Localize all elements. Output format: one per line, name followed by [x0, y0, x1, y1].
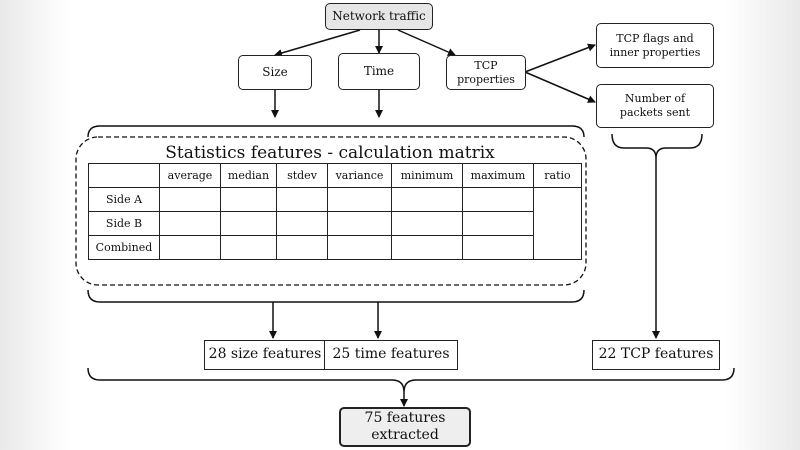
node-packets-sent: Number of packets sent	[596, 84, 714, 128]
matrix-cell	[220, 211, 277, 236]
matrix-cell	[159, 235, 221, 260]
col-header: median	[220, 163, 277, 188]
col-header: minimum	[391, 163, 463, 188]
result-size-features: 28 size features	[204, 340, 326, 370]
bottom-brace	[87, 289, 585, 303]
node-size: Size	[238, 55, 312, 90]
matrix-cell	[327, 211, 392, 236]
matrix-header-row: average median stdev variance minimum ma…	[88, 163, 582, 188]
row-header: Side B	[88, 211, 160, 236]
row-header: Side A	[88, 187, 160, 212]
result-total-features: 75 features extracted	[339, 407, 471, 447]
matrix-cell	[462, 235, 534, 260]
matrix-row: Side A	[88, 187, 582, 260]
matrix-cell	[220, 235, 277, 260]
matrix-cell	[220, 187, 277, 212]
matrix-cell	[276, 211, 328, 236]
col-header: average	[159, 163, 221, 188]
matrix-row: Side B	[88, 211, 582, 236]
col-header: stdev	[276, 163, 328, 188]
node-network-traffic: Network traffic	[325, 3, 433, 30]
matrix-cell	[391, 235, 463, 260]
matrix-row: Combined	[88, 235, 582, 260]
calculation-matrix: average median stdev variance minimum ma…	[88, 163, 582, 260]
row-header: Combined	[88, 235, 160, 260]
matrix-dashed-frame	[75, 136, 587, 286]
matrix-cell	[159, 211, 221, 236]
top-brace	[87, 125, 585, 138]
node-tcp-flags: TCP flags and inner properties	[596, 23, 714, 68]
col-header: ratio	[533, 163, 582, 188]
node-time: Time	[338, 53, 420, 90]
arrow-tcp-to-flags	[524, 43, 596, 73]
right-shade	[725, 0, 800, 450]
matrix-cell	[462, 211, 534, 236]
result-time-features: 25 time features	[324, 340, 458, 370]
matrix-cell	[391, 211, 463, 236]
ratio-merged-cell	[533, 187, 582, 260]
matrix-title: Statistics features - calculation matrix	[165, 143, 495, 163]
matrix-cell	[276, 235, 328, 260]
matrix-cell	[327, 187, 392, 212]
matrix-cell	[276, 187, 328, 212]
col-header: variance	[327, 163, 392, 188]
matrix-cell	[159, 187, 221, 212]
result-tcp-features: 22 TCP features	[592, 340, 720, 370]
matrix-corner-cell	[88, 163, 160, 188]
col-header: maximum	[462, 163, 534, 188]
matrix-cell	[462, 187, 534, 212]
bottom-big-brace	[87, 367, 735, 393]
left-shade	[0, 0, 70, 450]
matrix-cell	[391, 187, 463, 212]
arrow-tcp-to-packets	[524, 71, 596, 103]
arrow-traffic-to-tcp	[397, 29, 456, 56]
node-tcp-properties: TCP properties	[446, 55, 526, 90]
right-brace	[611, 133, 703, 159]
matrix-cell	[327, 235, 392, 260]
arrow-traffic-to-size	[274, 29, 361, 57]
